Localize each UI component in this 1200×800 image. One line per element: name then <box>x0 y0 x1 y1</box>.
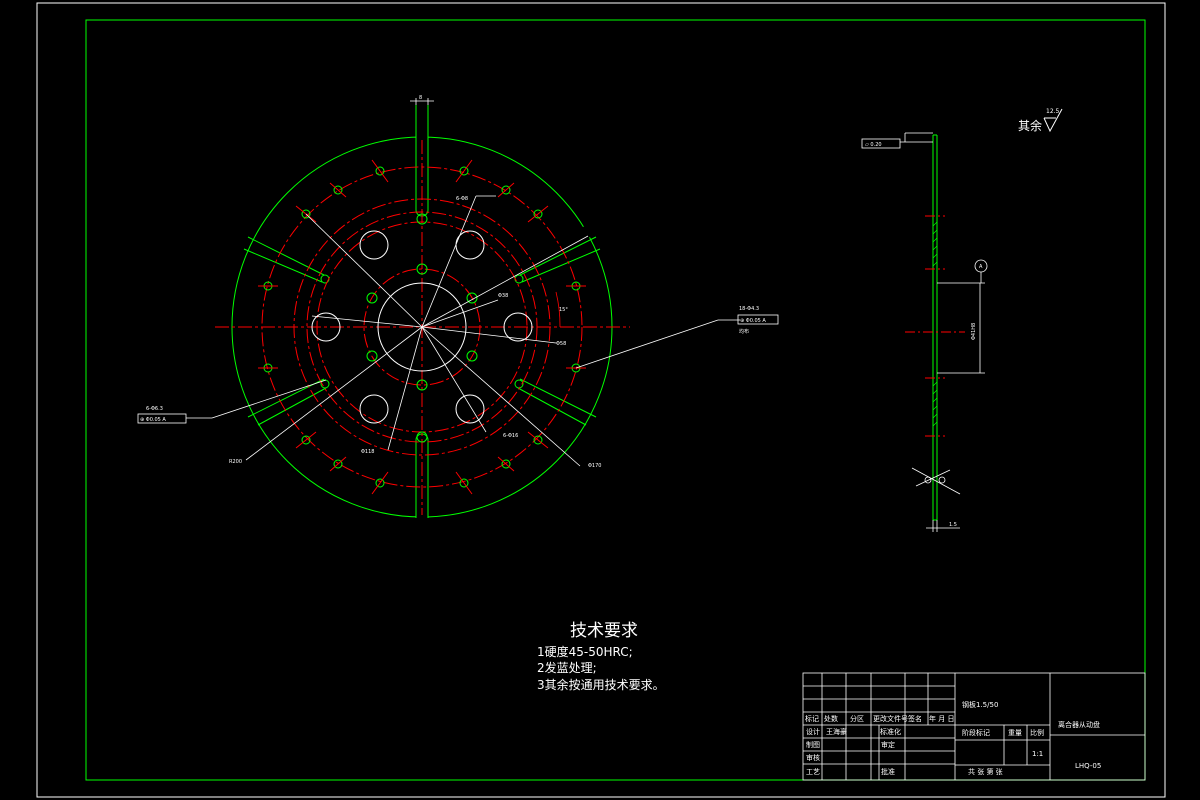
tech-requirement-3: 3其余按通用技术要求。 <box>537 677 665 692</box>
small-holes <box>366 213 478 443</box>
title-block-review: 审核 <box>806 753 820 762</box>
leader-lines <box>211 98 740 467</box>
title-block-zone: 分区 <box>850 714 864 723</box>
tol-right-label: 18-Φ4.3 <box>739 306 759 312</box>
tolerance-frame-left: ⊕ Φ0.05 A <box>137 413 212 424</box>
radius-label: R200 <box>229 459 242 465</box>
flatness-frame <box>861 138 901 149</box>
hole-c-label: Φ58 <box>556 341 566 347</box>
hole-d-label: 6-Φ16 <box>503 433 518 439</box>
title-block-approve: 批准 <box>881 767 895 776</box>
title-block-drawing-no: LHQ-05 <box>1075 762 1101 770</box>
title-block-process: 工艺 <box>806 768 820 776</box>
slot-width-dim: 8 <box>419 95 422 101</box>
hole-b-label: Φ38 <box>498 293 508 299</box>
surface-finish-label: 其余 <box>1018 118 1042 133</box>
title-block-audit: 审定 <box>881 740 895 749</box>
datum-circle <box>974 259 988 273</box>
angle-arc <box>555 291 561 328</box>
surface-finish-value: 12.5 <box>1046 108 1060 115</box>
tech-requirement-2: 2发蓝处理; <box>537 660 597 675</box>
tolerance-frame-right: ⊕ Φ0.05 A <box>737 314 779 325</box>
tech-requirements: 技术要求 1硬度45-50HRC; 2发蓝处理; 3其余按通用技术要求。 <box>537 621 665 692</box>
tech-requirement-1: 1硬度45-50HRC; <box>537 644 633 659</box>
title-block-design-label: 设计 <box>806 727 820 736</box>
flatness-label: ▱ 0.20 <box>865 142 882 148</box>
title-block-count: 处数 <box>824 714 838 723</box>
side-view-centerlines <box>905 215 965 437</box>
surface-finish-icon <box>1043 108 1063 133</box>
hole-e-label: Φ118 <box>361 449 374 455</box>
spline-label: Φ41H8 <box>971 323 977 340</box>
title-block-sheets: 共 张 第 张 <box>968 767 1003 776</box>
title-block-weight: 重量 <box>1008 729 1022 737</box>
inner-frame <box>85 19 1146 781</box>
title-block-standardize: 标准化 <box>880 727 901 736</box>
title-block: 标记 处数 分区 更改文件号 签名 年 月 日 设计 王海豪 标准化 制图 审定… <box>802 672 1146 781</box>
slot-masks <box>416 105 595 521</box>
side-view-hatching <box>932 221 938 427</box>
datum-label: A <box>979 264 983 270</box>
center-hole <box>377 282 467 372</box>
title-block-sign: 签名 <box>908 714 922 723</box>
title-block-change-doc: 更改文件号 <box>873 714 908 723</box>
surface-finish: 其余 12.5 <box>1018 108 1063 133</box>
tol-left-label: 6-Φ6.3 <box>146 406 163 412</box>
front-view: 8 6-Φ8 Φ38 15° Φ58 6-Φ16 Φ118 Φ170 R200 … <box>137 95 779 521</box>
tol-left-frame: ⊕ Φ0.05 A <box>140 417 166 423</box>
outer-frame <box>36 2 1166 798</box>
tol-right-frame: ⊕ Φ0.05 A <box>740 318 766 324</box>
angle-label: 15° <box>559 307 568 313</box>
title-block-marker: 标记 <box>805 714 819 723</box>
thickness-label: 1.5 <box>949 522 957 528</box>
title-block-part-name: 离合器从动盘 <box>1058 720 1100 729</box>
tol-right-note: 均布 <box>739 328 749 335</box>
radial-ticks <box>258 159 586 495</box>
hole-f-label: Φ170 <box>588 463 601 469</box>
title-block-scale-label: 比例 <box>1030 728 1044 737</box>
large-holes <box>311 230 533 424</box>
side-view-dims <box>900 132 985 532</box>
title-block-scale-value: 1:1 <box>1032 750 1043 758</box>
hole-a-label: 6-Φ8 <box>456 196 468 202</box>
title-block-date: 年 月 日 <box>929 714 954 723</box>
side-view: A Φ41H8 1.5 ▱ 0.20 <box>861 132 988 532</box>
title-block-drafting: 制图 <box>806 740 820 749</box>
tech-requirements-title: 技术要求 <box>570 621 638 641</box>
slots <box>243 105 601 518</box>
front-view-callouts: 8 6-Φ8 Φ38 15° Φ58 6-Φ16 Φ118 Φ170 R200 … <box>146 95 759 469</box>
title-block-stage: 阶段标记 <box>962 728 990 737</box>
title-block-designer: 王海豪 <box>826 727 847 736</box>
title-block-material: 钢板1.5/50 <box>962 700 998 709</box>
